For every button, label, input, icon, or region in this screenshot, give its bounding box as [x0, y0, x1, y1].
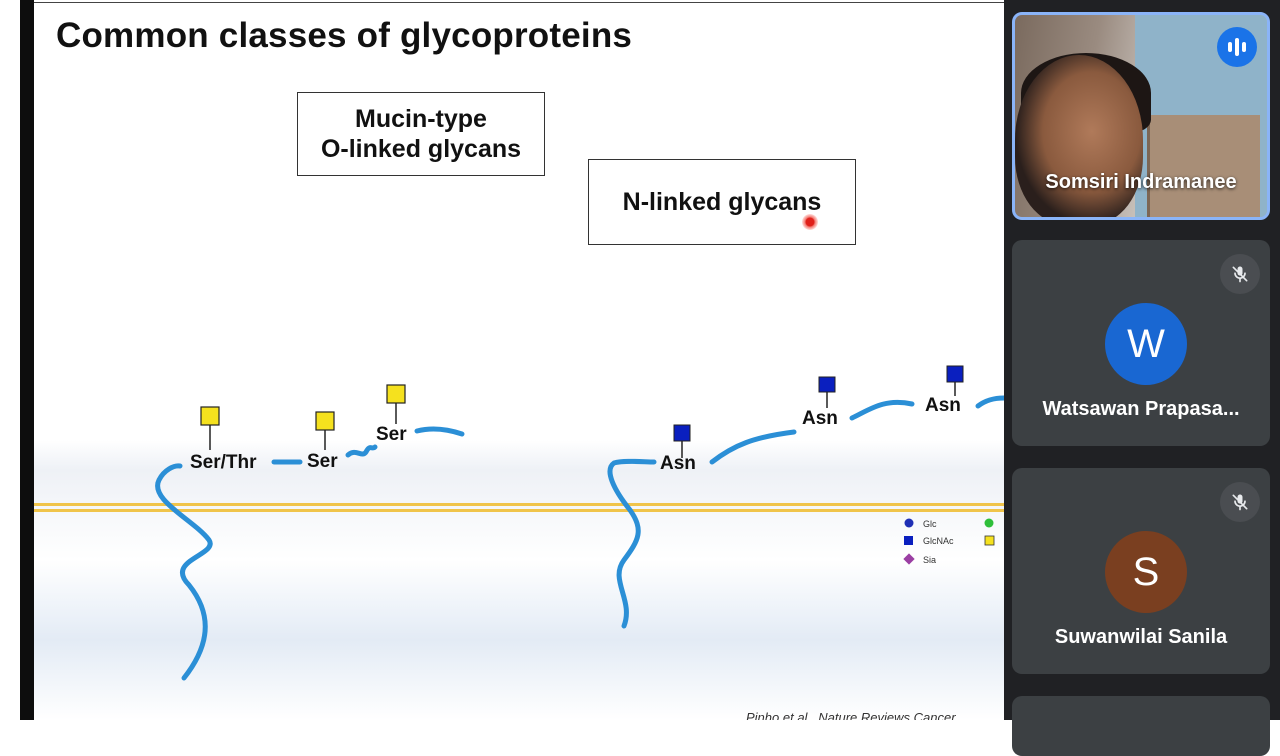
- membrane-line-bottom: [34, 509, 1004, 512]
- o-linked-label-line1: Mucin-type: [355, 105, 487, 133]
- residue-asn-2: Asn: [802, 408, 838, 429]
- residue-ser-2: Ser: [376, 424, 407, 445]
- slide-title: Common classes of glycoproteins: [56, 16, 633, 55]
- galnac-square: [200, 406, 220, 426]
- o-glycan-ser-1: Ser: [307, 411, 338, 472]
- glycoprotein-diagram: Ser/Thr Ser Ser Asn Asn: [34, 365, 1004, 681]
- o-linked-label-box: Mucin-type O-linked glycans: [297, 92, 545, 176]
- mic-off-icon: [1220, 482, 1260, 522]
- residue-ser-1: Ser: [307, 451, 338, 472]
- n-chain-segment-2: [849, 399, 915, 421]
- participants-sidebar: Somsiri Indramanee W Watsawan Prapasa...…: [1004, 0, 1280, 756]
- n-chain-transmembrane: [607, 458, 657, 629]
- o-glycan-ser-2: Ser: [376, 384, 407, 445]
- residue-asn-3: Asn: [925, 395, 961, 416]
- avatar: S: [1105, 531, 1187, 613]
- o-linked-label-line2: O-linked glycans: [320, 135, 522, 163]
- n-chain-segment-1: [709, 429, 797, 465]
- left-black-stripe: [20, 0, 34, 720]
- avatar: W: [1105, 303, 1187, 385]
- video-background-cabinet: [1147, 115, 1260, 217]
- glcnac-square: [818, 376, 836, 393]
- n-linked-protein-chain: [607, 395, 1004, 629]
- participant-name: Watsawan Prapasa...: [1042, 398, 1240, 420]
- n-glycan-asn-2: Asn: [802, 376, 838, 429]
- glcnac-square: [946, 365, 964, 383]
- participant-tile-suwanwilai[interactable]: S Suwanwilai Sanila: [1012, 468, 1270, 674]
- galnac-square: [386, 384, 406, 404]
- o-chain-transmembrane: [155, 463, 213, 681]
- residue-asn-1: Asn: [660, 453, 696, 474]
- video-person: [1015, 55, 1143, 217]
- n-glycan-asn-1: Asn: [660, 424, 696, 474]
- galnac-square: [315, 411, 335, 431]
- sia-diamond-icon: [903, 553, 915, 565]
- presentation-slide: Common classes of glycoproteins Mucin-ty…: [34, 0, 1004, 720]
- glc-circle-icon: [904, 518, 914, 528]
- n-chain-segment-3: [975, 395, 1004, 409]
- slide-top-border: [34, 2, 1004, 3]
- o-chain-segment-3: [414, 426, 465, 437]
- o-glycan-ser-thr: Ser/Thr: [190, 406, 257, 473]
- yellow-square-icon: [984, 535, 995, 546]
- green-circle-icon: [984, 518, 994, 528]
- participant-name: Suwanwilai Sanila: [1054, 626, 1228, 648]
- audio-wave-icon: [1217, 27, 1257, 67]
- monosaccharide-legend: Glc GlcNAc Sia: [903, 518, 995, 565]
- cell-membrane: [34, 503, 1004, 512]
- legend-glc: Glc: [923, 519, 937, 529]
- residue-ser-thr: Ser/Thr: [190, 452, 257, 473]
- slide-citation: Pinho et al., Nature Reviews Cancer: [746, 710, 956, 720]
- mic-off-icon: [1220, 254, 1260, 294]
- membrane-line-top: [34, 503, 1004, 506]
- glcnac-square: [673, 424, 691, 442]
- n-linked-label-box: N-linked glycans: [588, 159, 856, 245]
- participant-tile-somsiri[interactable]: Somsiri Indramanee: [1012, 12, 1270, 220]
- legend-glcnac: GlcNAc: [923, 536, 954, 546]
- laser-pointer-dot: [802, 214, 818, 230]
- participant-name: Somsiri Indramanee: [1045, 171, 1237, 193]
- legend-sia: Sia: [923, 555, 936, 565]
- o-chain-segment-2: [345, 444, 378, 458]
- participant-tile-partial[interactable]: [1012, 696, 1270, 756]
- glcnac-square-icon: [904, 536, 913, 545]
- participant-tile-watsawan[interactable]: W Watsawan Prapasa...: [1012, 240, 1270, 446]
- left-black-bar: [0, 0, 34, 720]
- o-linked-protein-chain: [155, 426, 465, 681]
- n-glycan-asn-3: Asn: [925, 365, 964, 416]
- n-linked-label: N-linked glycans: [622, 188, 822, 216]
